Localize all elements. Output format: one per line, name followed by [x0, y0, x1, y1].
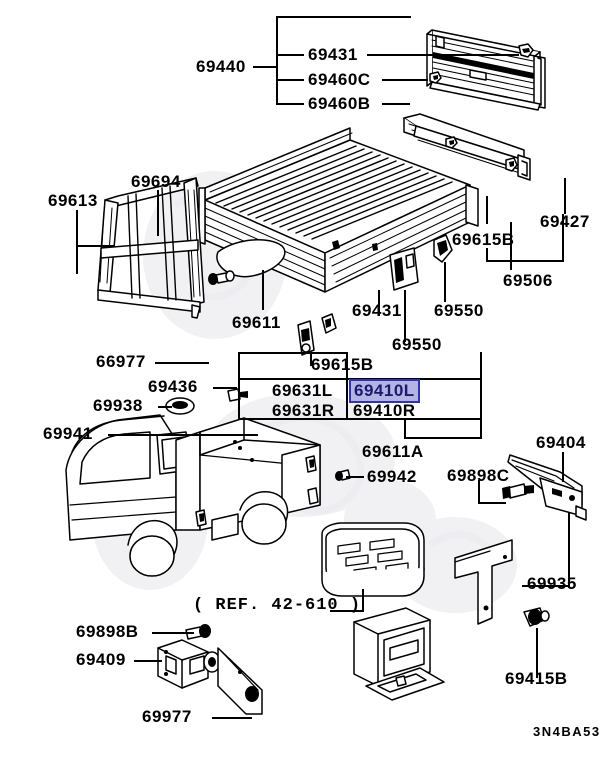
label-69935[interactable]: 69935 — [527, 574, 577, 593]
leader-69431-top-left — [276, 54, 304, 56]
label-69410R[interactable]: 69410R — [353, 401, 416, 420]
label-69898B[interactable]: 69898B — [76, 622, 139, 641]
leader-69938 — [158, 406, 172, 408]
leader-69431-mid — [378, 290, 380, 316]
leader-69615B-right — [486, 196, 488, 224]
bracket-69506-left — [486, 248, 488, 261]
leader-69506-v — [510, 222, 512, 270]
leader-69550-upper — [444, 262, 446, 302]
bracket-69440-top — [276, 16, 411, 18]
label-69431-mid[interactable]: 69431 — [352, 301, 402, 320]
table-bottom-border — [238, 418, 482, 420]
leader-69898B — [152, 632, 194, 634]
label-69440[interactable]: 69440 — [196, 57, 246, 76]
bracket-69506-right — [562, 214, 564, 261]
leader-69550-lower — [404, 290, 406, 342]
table-divider-1 — [346, 352, 348, 418]
bracket-69440 — [276, 16, 278, 104]
leader-69460C-left — [276, 79, 304, 81]
leader-69460B-left — [276, 103, 304, 105]
table-group-top — [238, 352, 348, 354]
leader-step-plate — [362, 589, 364, 611]
label-69404[interactable]: 69404 — [536, 433, 586, 452]
leader-69460C-right — [382, 79, 428, 81]
label-69615B-right[interactable]: 69615B — [452, 230, 515, 249]
leader-69427-v — [564, 178, 566, 214]
label-69938[interactable]: 69938 — [93, 396, 143, 415]
bracket-69506 — [486, 260, 564, 262]
label-69460C[interactable]: 69460C — [308, 70, 371, 89]
label-69431-top[interactable]: 69431 — [308, 45, 358, 64]
leader-69941 — [108, 434, 258, 436]
leader-69436 — [213, 387, 237, 389]
leader-69460B-right — [382, 103, 410, 105]
label-66977[interactable]: 66977 — [96, 352, 146, 371]
label-69898C[interactable]: 69898C — [447, 466, 510, 485]
label-69613[interactable]: 69613 — [48, 191, 98, 210]
label-69550-lower[interactable]: 69550 — [392, 335, 442, 354]
label-69410L-highlighted[interactable]: 69410L — [349, 379, 420, 403]
label-69415B[interactable]: 69415B — [505, 669, 568, 688]
label-69427[interactable]: 69427 — [540, 212, 590, 231]
label-69941[interactable]: 69941 — [43, 424, 93, 443]
leader-69611 — [262, 270, 264, 310]
leader-69935-h — [522, 585, 570, 587]
diagram-code: 3N4BA53 — [533, 724, 601, 739]
leader-69615B-mid — [310, 352, 312, 366]
leader-69613-v — [76, 210, 78, 274]
table-left-border — [238, 352, 240, 418]
leader-69409 — [134, 660, 162, 662]
leader-69404 — [562, 452, 564, 482]
leader-69611A-h — [404, 437, 482, 439]
leader-69942 — [346, 476, 364, 478]
label-69631R[interactable]: 69631R — [272, 401, 335, 420]
leader-step-plate-h — [330, 610, 364, 612]
leader-table-right-down — [480, 418, 482, 438]
label-69615B-mid[interactable]: 69615B — [311, 355, 374, 374]
leader-66977 — [155, 362, 209, 364]
leader-69898C-v — [478, 480, 480, 504]
label-69550-upper[interactable]: 69550 — [434, 301, 484, 320]
label-69611A[interactable]: 69611A — [362, 442, 424, 461]
label-69611[interactable]: 69611 — [232, 313, 281, 332]
reference-note: ( REF. 42-610 ) — [193, 596, 362, 615]
label-69436[interactable]: 69436 — [148, 377, 198, 396]
leader-69977 — [212, 717, 252, 719]
label-69506[interactable]: 69506 — [503, 271, 553, 290]
table-right-border — [480, 352, 482, 418]
leader-69431-top-right — [367, 54, 519, 56]
label-69694[interactable]: 69694 — [131, 172, 181, 191]
leader-69415B — [536, 628, 538, 678]
label-69942[interactable]: 69942 — [367, 467, 417, 486]
label-69977[interactable]: 69977 — [142, 707, 192, 726]
label-69409[interactable]: 69409 — [76, 650, 126, 669]
label-69460B[interactable]: 69460B — [308, 94, 371, 113]
leader-69611A-v — [404, 418, 406, 438]
leader-69440 — [253, 66, 277, 68]
leader-69613-h — [76, 245, 114, 247]
label-69631L[interactable]: 69631L — [272, 381, 333, 400]
leader-69898C-h — [478, 502, 506, 504]
leader-69935-v — [568, 512, 570, 586]
leader-69694-v — [157, 190, 159, 236]
